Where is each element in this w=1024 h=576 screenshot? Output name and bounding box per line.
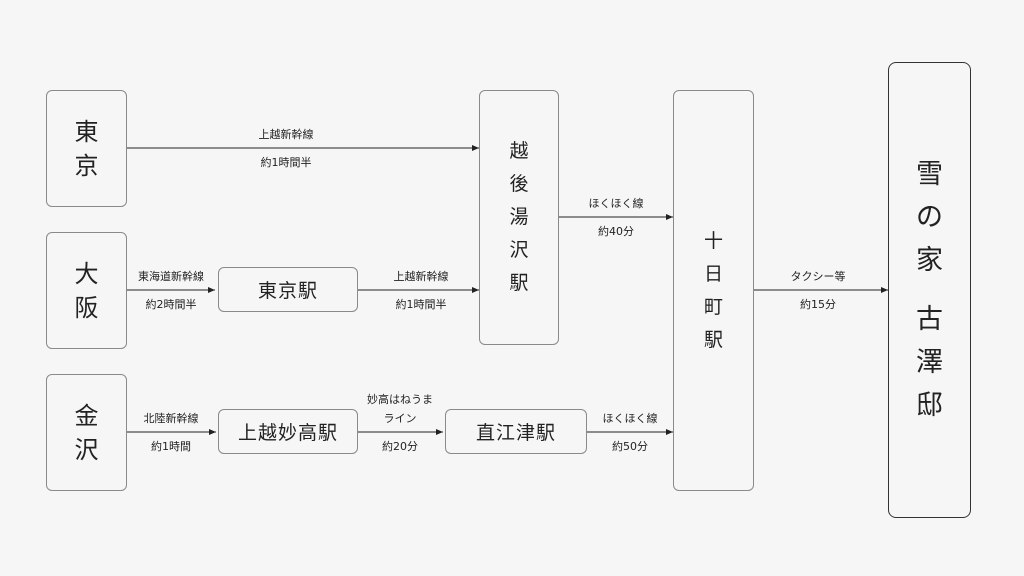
edge-label-time-naoetsu-to-tokamachi: 約50分: [612, 440, 648, 453]
vertical-char: 邸: [916, 390, 943, 421]
destination-name-label: 古澤邸: [916, 306, 943, 419]
node-tokyo-station-label: 東京駅: [257, 280, 318, 302]
edge-label-time-osaka-to-tokyo-station: 約2時間半: [145, 298, 197, 311]
vertical-char: 阪: [74, 293, 99, 322]
node-osaka-label: 大阪: [75, 262, 99, 320]
vertical-char: 後: [509, 173, 529, 195]
node-tokyo: 東京: [46, 90, 127, 207]
edge-label-line-tokyo-station-to-yuzawa: 上越新幹線: [393, 270, 449, 283]
node-destination: 雪の家 古澤邸: [888, 62, 971, 518]
vertical-char: 日: [703, 262, 723, 285]
edge-label-time-joetsu-myoko-to-naoetsu: 約20分: [382, 440, 418, 453]
node-joetsu-myoko-station-label: 上越妙高駅: [237, 422, 338, 444]
edge-label-time-yuzawa-to-tokamachi: 約40分: [598, 225, 634, 238]
vertical-char: 大: [74, 259, 99, 288]
node-naoetsu-station-label: 直江津駅: [475, 422, 556, 444]
vertical-char: 金: [74, 401, 99, 430]
vertical-char: 越: [509, 140, 529, 162]
edge-label-line-kanazawa-to-joetsu-myoko: 北陸新幹線: [143, 412, 199, 425]
edge-label-line-tokyo-to-yuzawa: 上越新幹線: [258, 128, 314, 141]
edge-label-line-tokamachi-to-destination: タクシー等: [790, 270, 846, 283]
edge-label-time-tokyo-station-to-yuzawa: 約1時間半: [395, 298, 447, 311]
node-naoetsu-station: 直江津駅: [445, 409, 587, 454]
edge-label-line-osaka-to-tokyo-station: 東海道新幹線: [138, 270, 204, 283]
node-echigo-yuzawa-station-label: 越後湯沢駅: [509, 142, 528, 293]
vertical-char: 町: [703, 295, 723, 318]
vertical-char: 駅: [703, 328, 723, 351]
edge-label-line-joetsu-myoko-to-naoetsu: 妙高はねうま: [367, 393, 433, 406]
vertical-char: の: [916, 202, 943, 233]
vertical-char: 沢: [74, 435, 99, 464]
node-tokamachi-station: 十日町駅: [673, 90, 754, 491]
edge-label-time-kanazawa-to-joetsu-myoko: 約1時間: [151, 440, 191, 453]
edge-label-time-tokamachi-to-destination: 約15分: [800, 298, 836, 311]
vertical-char: 家: [916, 245, 943, 276]
node-kanazawa-label: 金沢: [75, 404, 99, 462]
vertical-char: 雪: [916, 159, 943, 190]
vertical-char: 京: [74, 151, 99, 180]
edge-label-line2-joetsu-myoko-to-naoetsu: ライン: [383, 412, 417, 425]
node-osaka: 大阪: [46, 232, 127, 349]
edge-label-time-tokyo-to-yuzawa: 約1時間半: [260, 156, 312, 169]
vertical-char: 駅: [509, 272, 529, 294]
destination-label: 雪の家: [916, 161, 943, 274]
node-joetsu-myoko-station: 上越妙高駅: [218, 409, 358, 454]
vertical-char: 十: [703, 229, 723, 252]
node-tokyo-station: 東京駅: [218, 267, 358, 312]
edge-label-line-yuzawa-to-tokamachi: ほくほく線: [588, 197, 644, 210]
node-echigo-yuzawa-station: 越後湯沢駅: [479, 90, 559, 345]
vertical-char: 古: [916, 304, 943, 335]
vertical-char: 東: [74, 117, 99, 146]
vertical-char: 湯: [509, 206, 529, 228]
node-kanazawa: 金沢: [46, 374, 127, 491]
edge-label-line-naoetsu-to-tokamachi: ほくほく線: [602, 412, 658, 425]
vertical-char: 沢: [509, 239, 529, 261]
node-tokyo-label: 東京: [75, 120, 99, 178]
node-tokamachi-station-label: 十日町駅: [703, 229, 723, 351]
vertical-char: 澤: [916, 347, 943, 378]
